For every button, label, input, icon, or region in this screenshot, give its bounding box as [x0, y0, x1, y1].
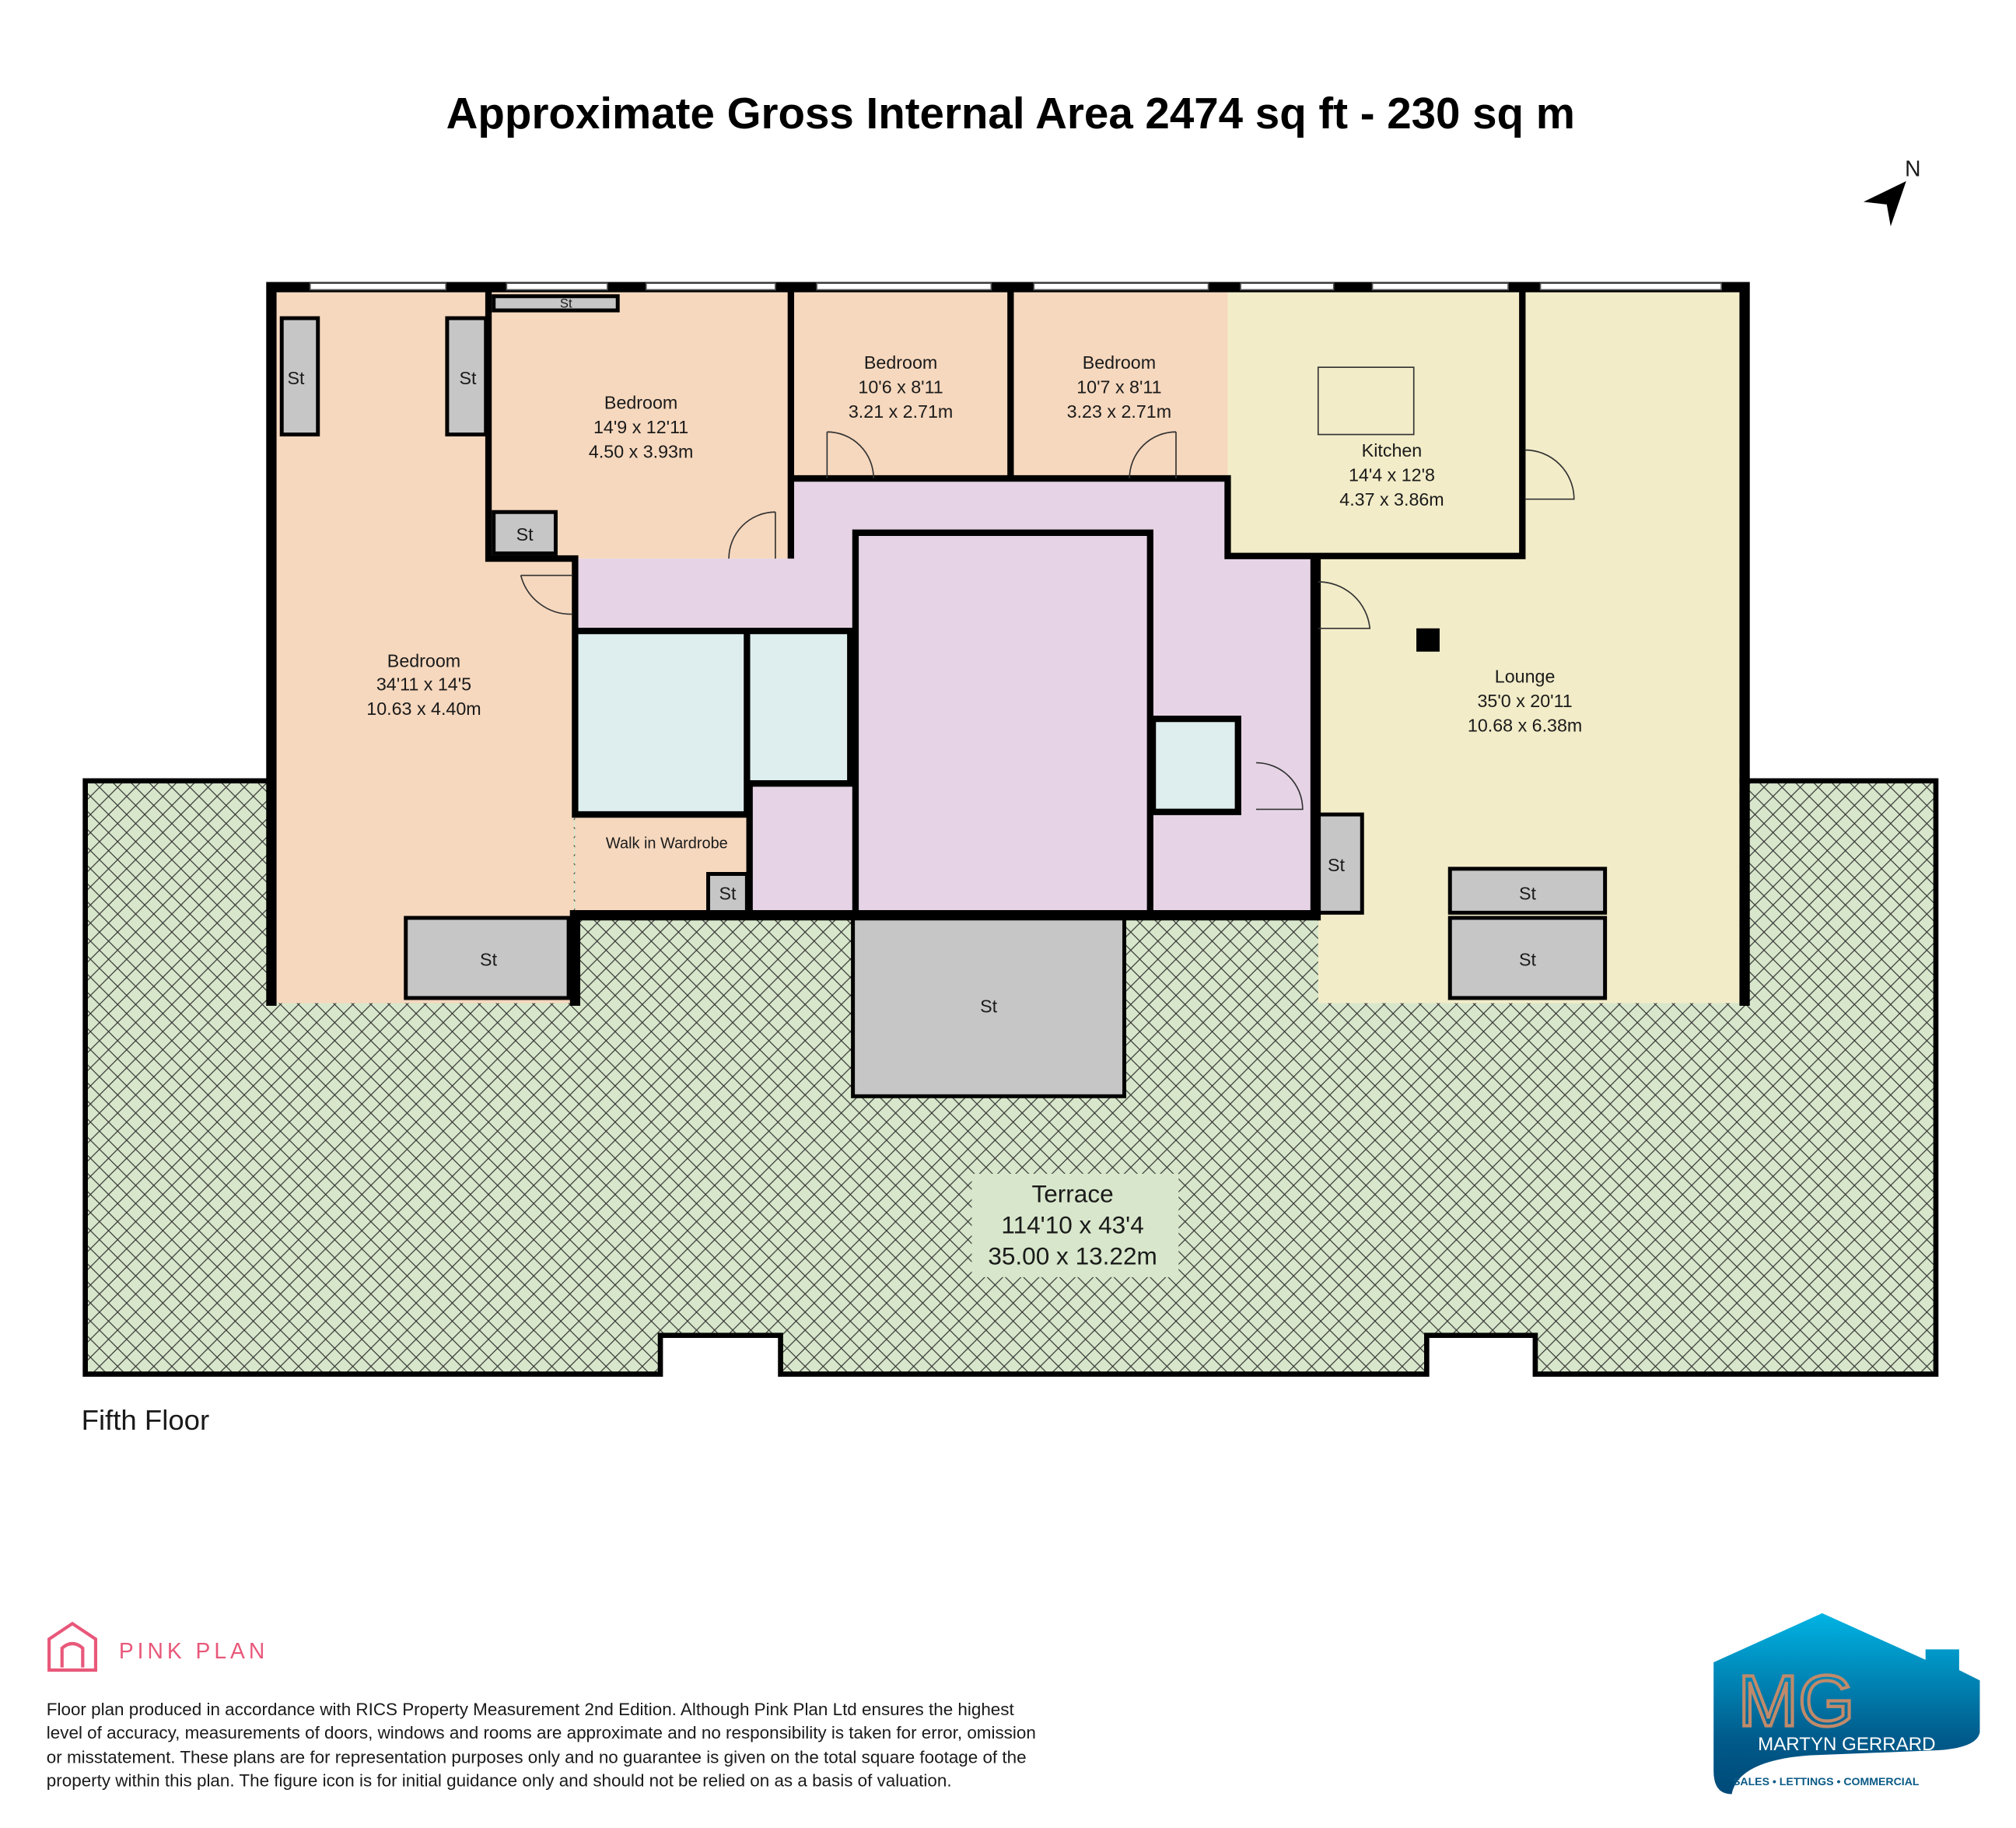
disclaimer-line: Floor plan produced in accordance with R…	[47, 1700, 1015, 1719]
kitchen-island	[1317, 366, 1415, 436]
room-imperial: 14'9 x 12'11	[593, 417, 688, 437]
room-lounge	[1318, 292, 1740, 1003]
storage-label: St	[980, 996, 998, 1016]
storage-label: St	[560, 296, 572, 311]
compass-north-label: N	[1905, 156, 1920, 180]
room-name: Bedroom	[387, 651, 460, 671]
room-imperial: 114'10 x 43'4	[1001, 1210, 1143, 1238]
storage-label: St	[516, 524, 534, 545]
room-name: Bedroom	[1083, 352, 1156, 373]
room-imperial: 14'4 x 12'8	[1349, 464, 1435, 485]
logo-name: MARTYN GERRARD	[1758, 1734, 1935, 1755]
storage-label: St	[480, 949, 498, 969]
door-swings	[520, 431, 1575, 811]
room-metric: 10.63 x 4.40m	[366, 699, 481, 719]
compass-icon: N	[1863, 156, 1920, 227]
column	[1416, 628, 1440, 652]
storage-label: St	[1328, 855, 1346, 875]
room-name: Kitchen	[1362, 440, 1423, 461]
storage-7	[851, 916, 1127, 1098]
disclaimer-line: or misstatement. These plans are for rep…	[47, 1748, 1027, 1767]
bathroom-2	[749, 633, 851, 784]
brand-name: PINK PLAN	[119, 1638, 268, 1663]
room-metric: 4.50 x 3.93m	[589, 441, 693, 461]
room-metric: 35.00 x 13.22m	[988, 1241, 1157, 1269]
bathroom-1	[575, 633, 747, 812]
storage-label: St	[1519, 884, 1537, 904]
logo-initials: MG	[1738, 1660, 1855, 1741]
room-kitchen	[1227, 292, 1525, 556]
disclaimer-line: property within this plan. The figure ic…	[47, 1771, 952, 1791]
room-name: Lounge	[1495, 667, 1556, 687]
disclaimer: Floor plan produced in accordance with R…	[47, 1700, 1036, 1790]
room-name: Terrace	[1031, 1180, 1113, 1208]
storage-3	[492, 294, 620, 313]
page-title: Approximate Gross Internal Area 2474 sq …	[446, 89, 1575, 138]
pink-plan-logo: PINK PLAN	[47, 1621, 268, 1672]
core-block	[852, 529, 1153, 919]
room-imperial: 35'0 x 20'11	[1478, 691, 1573, 711]
room-imperial: 10'7 x 8'11	[1076, 376, 1161, 397]
disclaimer-line: level of accuracy, measurements of doors…	[47, 1723, 1036, 1742]
storage-10	[1447, 916, 1608, 1000]
room-metric: 3.21 x 2.71m	[849, 401, 953, 422]
terrace-label-bg	[971, 1173, 1179, 1277]
storage-9	[1447, 867, 1608, 915]
storage-6	[404, 916, 571, 1000]
floor-label: Fifth Floor	[82, 1404, 210, 1436]
storage-8	[1313, 812, 1364, 915]
room-name: Walk in Wardrobe	[606, 835, 728, 852]
storage-label: St	[459, 368, 477, 388]
storage-label: St	[288, 368, 306, 388]
windows	[309, 282, 1722, 291]
room-name: Bedroom	[864, 352, 937, 373]
room-metric: 3.23 x 2.71m	[1067, 401, 1171, 422]
logo-tagline: SALES • LETTINGS • COMMERCIAL	[1733, 1775, 1920, 1788]
martyn-gerrard-logo: MG MARTYN GERRARD SALES • LETTINGS • COM…	[1713, 1613, 1980, 1795]
room-imperial: 34'11 x 14'5	[376, 674, 471, 695]
room-name: Bedroom	[604, 392, 677, 412]
room-imperial: 10'6 x 8'11	[858, 376, 943, 397]
storage-label: St	[719, 884, 737, 904]
house-icon	[47, 1621, 98, 1672]
room-metric: 4.37 x 3.86m	[1339, 489, 1444, 510]
room-bedroom-4	[1010, 292, 1228, 479]
storage-1	[279, 316, 320, 437]
storage-4	[492, 510, 558, 555]
room-metric: 10.68 x 6.38m	[1468, 716, 1582, 736]
interior-walls	[485, 287, 1526, 916]
storage-label: St	[1519, 949, 1537, 969]
wc	[1153, 719, 1238, 812]
